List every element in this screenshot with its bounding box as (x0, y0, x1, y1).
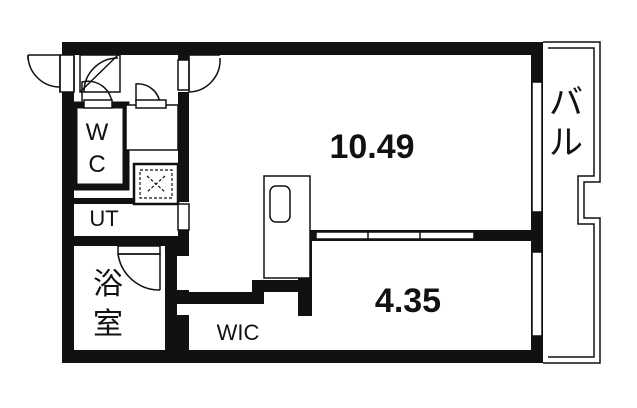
storage-cabinet (125, 83, 179, 151)
bath-door (117, 245, 161, 291)
balcony-label-1: バ (549, 83, 583, 123)
balcony (543, 41, 601, 364)
bath-label-2: 室 (93, 307, 123, 342)
bath-label-1: 浴 (93, 267, 123, 302)
wc-label-1: W (86, 119, 109, 146)
kitchen-counter (263, 175, 311, 279)
right-windows (531, 81, 543, 337)
entrance-door (27, 54, 75, 93)
balcony-label-2: ル (549, 123, 583, 163)
top-right-door (188, 54, 221, 93)
sliding-door (315, 231, 475, 240)
second-room-area: 4.35 (375, 282, 441, 320)
main-room-area: 10.49 (329, 128, 414, 166)
ut-label: UT (89, 206, 118, 231)
wc-label-2: C (88, 151, 105, 178)
closet-label: WIC (217, 320, 260, 345)
genkan (73, 54, 121, 93)
washing-machine-pan (132, 162, 180, 206)
